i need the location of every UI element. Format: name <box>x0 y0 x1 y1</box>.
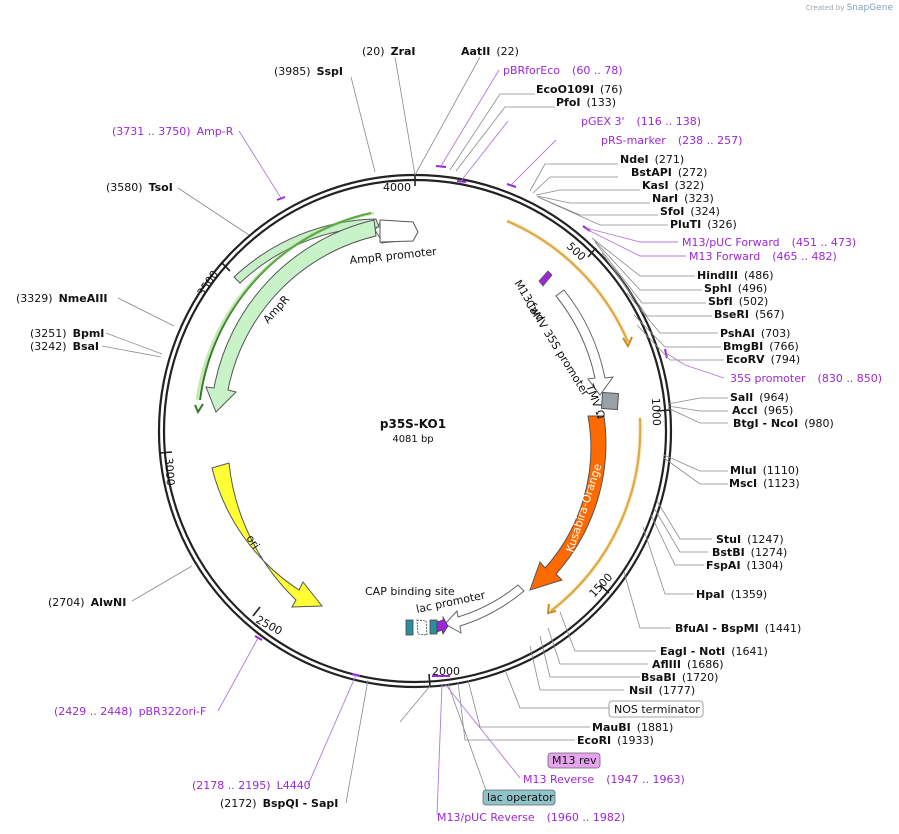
primer-pgex3: pGEX 3'(116 .. 138) <box>581 115 701 128</box>
site-hindiii: HindIII(486) <box>697 269 774 282</box>
site-sfoi: SfoI(324) <box>660 205 720 218</box>
tick-label: 3000 <box>162 457 177 486</box>
m13-rev-marker[interactable] <box>436 615 449 636</box>
lac-operator-label: lac operator <box>487 791 554 804</box>
primer-m13-reverse: M13 Reverse(1947 .. 1963) <box>523 773 685 786</box>
site-mlui: MluI(1110) <box>730 464 799 477</box>
site-nsii: NsiI(1777) <box>629 684 695 697</box>
site-pshai: PshAI(703) <box>720 327 790 340</box>
site-tsoi: (3580)TsoI <box>106 181 173 194</box>
plasmid-size: 4081 bp <box>392 434 433 445</box>
primer-m13-forward: M13 Forward(465 .. 482) <box>689 250 837 263</box>
m13-fwd-marker[interactable] <box>538 270 553 287</box>
site-sspi: (3985)SspI <box>274 65 343 78</box>
site-ndei: NdeI(271) <box>620 153 684 166</box>
site-ecoo109i: EcoO109I(76) <box>536 83 623 96</box>
primer-prs-marker: pRS-marker(238 .. 257) <box>601 134 742 147</box>
primer-m13puc-reverse: M13/pUC Reverse(1960 .. 1982) <box>437 811 625 824</box>
primer-l4440: (2178 .. 2195)L4440 <box>192 779 311 792</box>
site-msci: MscI(1123) <box>729 477 800 490</box>
tick-label: 4000 <box>383 181 411 194</box>
tmv-box[interactable] <box>600 391 620 411</box>
primer-m13puc-forward: M13/pUC Forward(451 .. 473) <box>682 236 856 249</box>
nos-terminator-box[interactable] <box>608 700 704 718</box>
leader-lines <box>101 56 728 804</box>
site-sphi: SphI(496) <box>704 282 767 295</box>
site-ecori: EcoRI(1933) <box>577 734 654 747</box>
site-eagi: EagI - NotI(1641) <box>660 645 768 658</box>
m13-rev-box[interactable] <box>547 752 601 769</box>
lac-operator-box[interactable] <box>482 789 556 806</box>
site-stui: StuI(1247) <box>716 533 784 546</box>
ampr-arrow[interactable] <box>205 219 377 413</box>
site-hpai: HpaI(1359) <box>696 588 767 601</box>
tick-label: 3500 <box>195 268 221 298</box>
site-nmeaiii: (3329)NmeAIII <box>16 292 108 305</box>
camv-arrow[interactable] <box>555 289 615 396</box>
site-aatii: AatII(22) <box>461 45 519 58</box>
site-bstapi: BstAPI(272) <box>631 166 707 179</box>
site-bspqi: (2172)BspQI - SapI <box>220 797 338 810</box>
site-bsabi: BsaBI(1720) <box>641 671 718 684</box>
site-bpmi: (3251)BpmI <box>30 327 104 340</box>
ampr-promoter-box[interactable] <box>379 219 419 243</box>
tick-label: 2000 <box>432 665 460 678</box>
feature-label: CAP binding site <box>365 585 455 598</box>
plasmid-name: p35S-KO1 <box>380 417 446 431</box>
site-bstbi: BstBI(1274) <box>712 546 787 559</box>
site-bmgbi: BmgBI(766) <box>723 340 799 353</box>
lac-promoter-arrow[interactable] <box>444 584 525 634</box>
primer-amp-r: (3731 .. 3750)Amp-R <box>112 125 234 138</box>
nos-terminator-label: NOS terminator <box>614 703 700 716</box>
site-zrai: (20)ZraI <box>362 45 416 58</box>
primer-pbr322ori-f: (2429 .. 2448)pBR322ori-F <box>54 705 206 718</box>
site-btgi: BtgI - NcoI(980) <box>733 417 834 430</box>
cap-binding-site[interactable] <box>405 619 414 636</box>
site-bsai: (3242)BsaI <box>30 340 99 353</box>
site-pfoi: PfoI(133) <box>556 96 616 109</box>
site-sbfi: SbfI(502) <box>708 295 768 308</box>
site-maubi: MauBI(1881) <box>592 721 673 734</box>
primer-leaders <box>217 69 725 816</box>
site-labels: (20)ZraI AatII(22) (3985)SspI EcoO109I(7… <box>16 45 834 810</box>
feature-label: CaMV 35S promoter <box>522 298 592 399</box>
feature-label: AmpR promoter <box>349 245 438 267</box>
cds-outline-top <box>506 220 629 343</box>
site-kasi: KasI(322) <box>642 179 704 192</box>
feature-label: Kusabira-Orange <box>563 462 604 554</box>
kusabira-arrow[interactable] <box>529 415 607 591</box>
tick-label: 1000 <box>649 398 663 426</box>
cds-outline-bottom <box>550 417 642 612</box>
site-bfuai: BfuAI - BspMI(1441) <box>675 622 801 635</box>
site-nari: NarI(323) <box>652 192 714 205</box>
lac-operator-block[interactable] <box>429 619 438 635</box>
site-acci: AccI(965) <box>732 404 793 417</box>
tick-marks <box>159 174 670 687</box>
primer-35s: 35S promoter(830 .. 850) <box>730 372 882 385</box>
snapgene-credit: Created by SnapGene <box>805 3 893 13</box>
site-ecorv: EcoRV(794) <box>726 353 800 366</box>
ori-arrow[interactable] <box>211 462 324 608</box>
site-fspai: FspAI(1304) <box>706 559 783 572</box>
site-afliii: AflIII(1686) <box>652 658 724 671</box>
site-alwni: (2704)AlwNI <box>48 596 126 609</box>
site-bseri: BseRI(567) <box>714 308 785 321</box>
site-sali: SalI(964) <box>730 391 789 404</box>
primer-labels: pBRforEco(60 .. 78) pGEX 3'(116 .. 138) … <box>54 64 882 824</box>
primer-pbrforeco: pBRforEco(60 .. 78) <box>503 64 623 77</box>
site-pluti: PluTI(326) <box>670 218 737 231</box>
m13-rev-label: M13 rev <box>552 754 597 767</box>
